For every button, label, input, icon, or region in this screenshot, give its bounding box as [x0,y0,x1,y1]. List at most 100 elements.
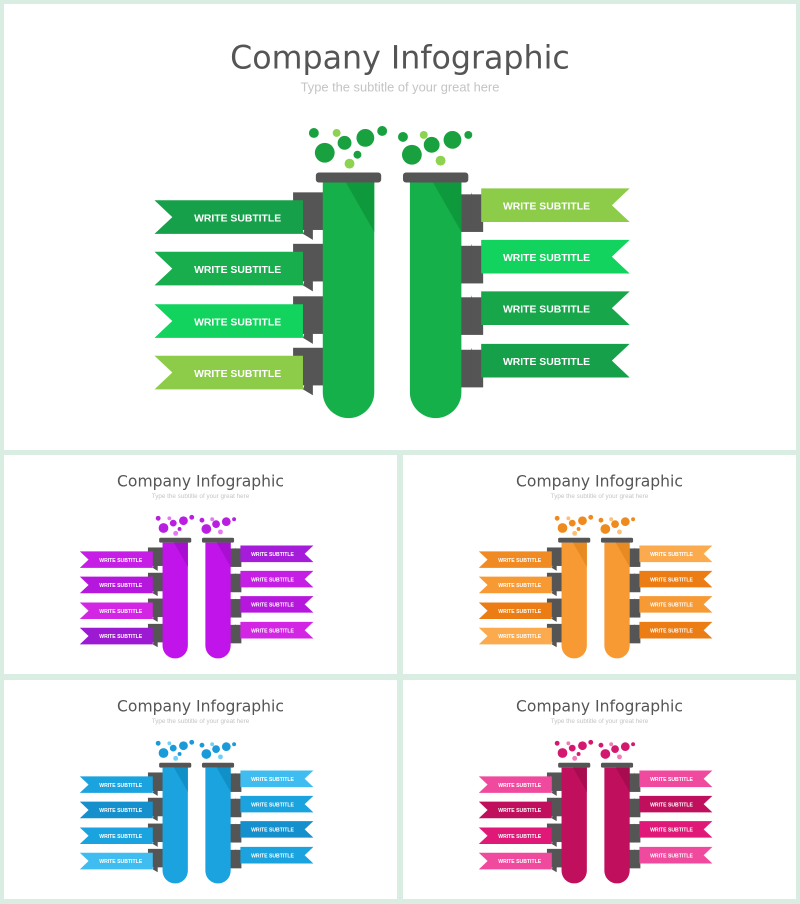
bubble [423,136,440,153]
bubble [620,742,630,752]
bubble [177,527,182,531]
banner-right-label-4: WRITE SUBTITLE [251,628,294,634]
banner-right-label-2: WRITE SUBTITLE [650,577,693,583]
test-tube-rim-1 [558,762,591,768]
banner-right-fold-2 [471,243,482,280]
banner-left-fold-3 [551,829,557,847]
subtitle: Type the subtitle of your great here [152,493,250,500]
title: Company Infographic [516,473,683,491]
banner-right-3 [240,596,314,613]
bubble [169,519,177,527]
banner-right-label-3: WRITE SUBTITLE [650,603,693,609]
test-tube-1 [561,767,587,884]
bubble [576,527,581,531]
bubble [609,517,614,522]
test-tube-2 [205,542,231,659]
bubble [158,748,169,758]
bubble [212,745,220,753]
banner-left-2 [478,576,552,594]
bubble [308,128,319,138]
banner-left-label-2: WRITE SUBTITLE [498,808,541,814]
bubble [173,530,179,536]
test-tube-1 [162,542,188,659]
test-tube-shade-2 [433,182,462,232]
title: Company Infographic [117,473,284,491]
banner-left-label-3: WRITE SUBTITLE [498,609,541,615]
bubble [173,755,179,761]
banner-left-fold-1 [152,778,158,796]
bubble [332,128,341,137]
bubble [554,515,560,521]
test-tube-2 [205,767,231,884]
banner-right-4 [639,621,713,639]
banner-left-fold-4 [152,854,158,873]
bubble [435,155,446,166]
banner-left-1 [79,776,153,793]
banner-right-4 [240,621,314,639]
banner-left-label-4: WRITE SUBTITLE [498,859,541,865]
banner-right-label-1: WRITE SUBTITLE [650,552,693,558]
bubble [353,150,362,159]
bubble [158,523,169,533]
banner-right-4 [240,846,314,864]
banner-left-1 [79,551,153,568]
bubble [620,517,630,527]
bubble [177,752,182,756]
bubble [155,740,161,746]
bubble [401,144,422,165]
banner-right-4 [481,343,630,378]
banner-right-fold-4 [235,848,241,867]
banner-right-1 [481,188,630,223]
bubble [377,126,388,136]
bubble [212,520,220,528]
bubble [464,130,473,139]
banner-left-label-3: WRITE SUBTITLE [498,834,541,840]
test-tube-rim-2 [600,762,634,768]
banner-right-1 [240,770,314,788]
bubble [201,524,212,534]
bubble [210,517,215,522]
bubble [314,142,335,163]
banner-left-1 [478,551,552,568]
banner-left-fold-2 [152,803,158,822]
banner-right-label-4: WRITE SUBTITLE [251,853,294,859]
test-tube-rim-2 [201,762,235,768]
bubble [598,742,604,748]
banner-left-4 [478,852,552,870]
banner-right-1 [240,545,314,563]
banner-left-fold-2 [152,578,158,597]
banner-left-3 [79,602,153,620]
test-tube-2 [604,767,630,884]
bubble [201,749,212,759]
banner-left-4 [154,355,303,390]
banner-right-label-4: WRITE SUBTITLE [650,628,693,634]
bubble [578,741,587,751]
bubble [356,128,375,147]
test-tube-shade-2 [615,542,630,567]
banner-left-label-2: WRITE SUBTITLE [99,808,142,814]
banner-left-fold-2 [302,255,313,292]
test-tube-shade-2 [216,542,231,567]
bubble [588,514,594,520]
banner-left-fold-4 [302,359,313,396]
banner-right-2 [481,239,630,274]
bubble [566,516,571,521]
banner-left-label-1: WRITE SUBTITLE [498,558,541,564]
banner-right-fold-3 [634,598,640,616]
banner-left-fold-3 [152,829,158,847]
test-tube-rim-1 [315,172,382,183]
banner-right-fold-4 [471,347,482,384]
banner-left-3 [154,304,303,338]
bubble [600,749,611,759]
banner-left-label-1: WRITE SUBTITLE [99,783,142,789]
banner-right-fold-4 [235,623,241,642]
test-tube-2 [409,182,462,419]
banner-right-fold-3 [471,295,482,331]
